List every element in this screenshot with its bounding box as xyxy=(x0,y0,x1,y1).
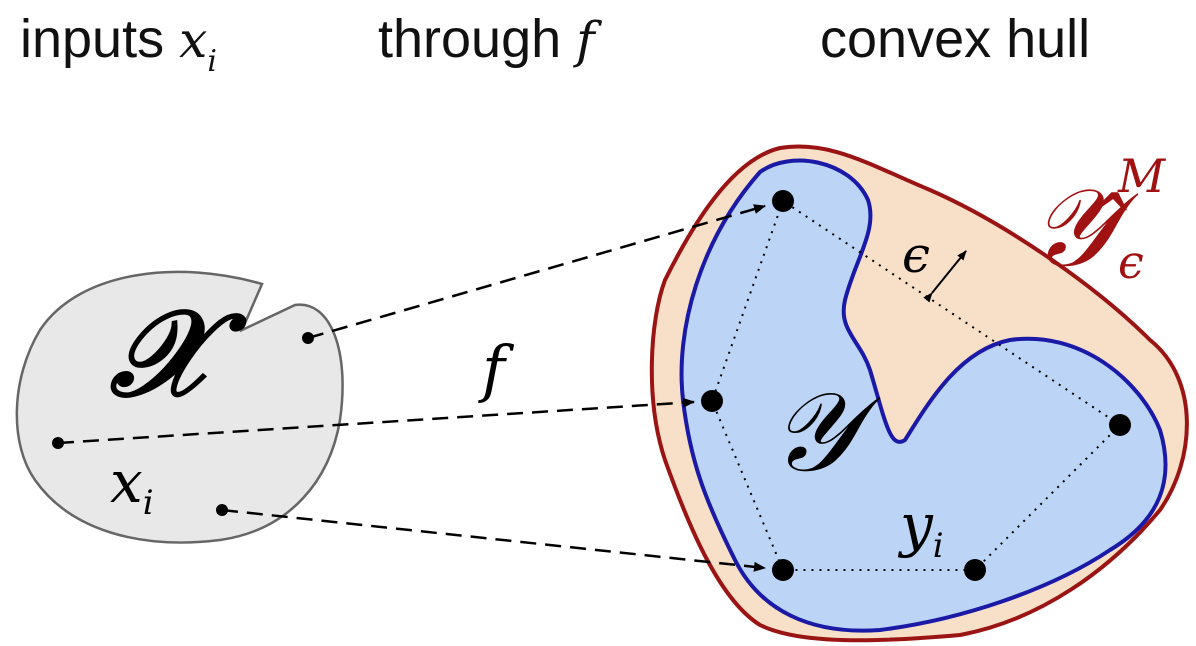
header-through-word: through xyxy=(378,9,562,69)
input-label-var: x xyxy=(110,448,143,516)
header-inputs-sub: i xyxy=(207,44,217,79)
output-point xyxy=(1109,414,1131,436)
output-point xyxy=(772,559,794,581)
input-label: xi xyxy=(110,448,154,523)
input-point xyxy=(302,332,314,344)
map-arrow-top xyxy=(307,204,766,340)
header-through: through f xyxy=(378,8,595,88)
header-inputs-word: inputs xyxy=(20,9,165,69)
output-label-sub: i xyxy=(933,526,944,566)
input-label-sub: i xyxy=(143,483,154,523)
header-convex-hull: convex hull xyxy=(820,9,1091,69)
map-label: f xyxy=(478,332,515,405)
input-point xyxy=(216,504,228,516)
header-inputs-var: x xyxy=(179,11,208,69)
sample-polygon xyxy=(710,200,1122,571)
output-label: yi xyxy=(897,491,944,566)
domain-region xyxy=(15,270,344,544)
header-through-var: f xyxy=(576,11,595,69)
map-arrow-bottom xyxy=(221,508,766,572)
output-label-var: y xyxy=(897,491,934,559)
output-point xyxy=(964,559,986,581)
hull-subscript: ϵ xyxy=(1118,235,1144,289)
map-arrow-middle xyxy=(57,397,695,445)
image-region xyxy=(679,158,1168,633)
hull-superscript: M xyxy=(1117,149,1167,203)
output-point xyxy=(772,190,794,212)
header-inputs: inputs xi xyxy=(20,8,217,88)
epsilon-arrow xyxy=(923,250,967,303)
epsilon-label: ϵ xyxy=(902,226,930,284)
output-point xyxy=(701,390,723,412)
input-point xyxy=(52,437,64,449)
